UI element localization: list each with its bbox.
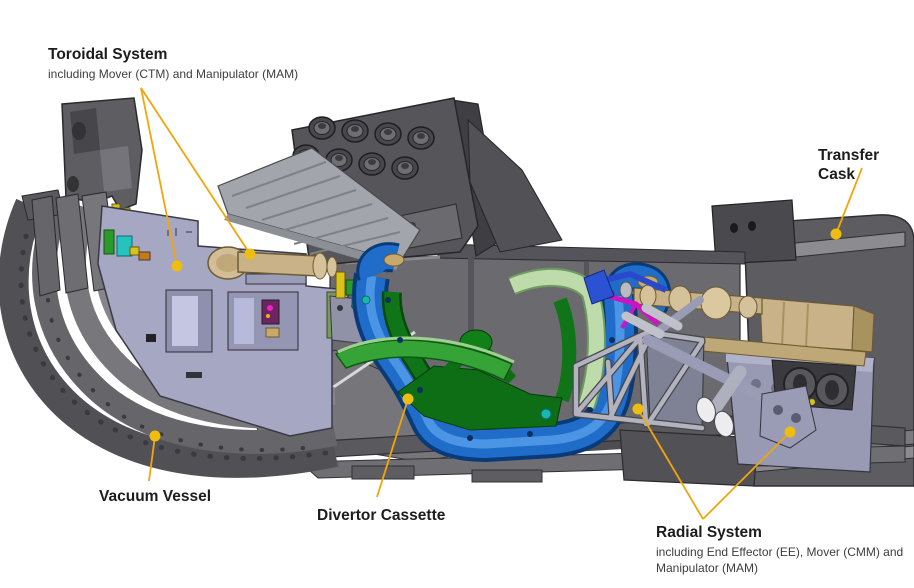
cassette-internals-render	[334, 253, 659, 441]
leader-transfer-cask	[835, 167, 863, 235]
pivot-plate	[759, 385, 817, 449]
label-subtitle: including End Effector (EE), Mover (CMM)…	[656, 545, 904, 575]
wheel	[696, 396, 716, 424]
label-toroidal-system: Toroidal System including Mover (CTM) an…	[48, 45, 348, 83]
label-title: Radial System	[656, 524, 762, 541]
label-subtitle: including Mover (CTM) and Manipulator (M…	[48, 67, 299, 82]
leader-vacuum-vessel	[148, 435, 156, 482]
marker-box	[261, 299, 280, 325]
label-title: Vacuum Vessel	[99, 488, 212, 505]
ee-truss	[573, 329, 705, 431]
label-radial-system: Radial System including End Effector (EE…	[656, 523, 914, 577]
divertor-cassette-render	[334, 242, 672, 463]
label-divertor-cassette: Divertor Cassette	[317, 506, 445, 525]
label-vacuum-vessel: Vacuum Vessel	[99, 487, 211, 506]
upper-mast-render	[61, 97, 143, 215]
leader-toroidal-1	[140, 87, 178, 267]
cassette-bolts	[385, 297, 615, 441]
label-title: Transfer Cask	[818, 147, 880, 184]
label-title: Divertor Cassette	[317, 507, 446, 524]
toroidal-system-render	[97, 205, 369, 437]
cask-bracket	[711, 199, 797, 265]
green-blade	[334, 339, 514, 381]
leader-lines	[140, 87, 863, 520]
leader-radial-2	[702, 431, 791, 520]
vessel-holes	[18, 233, 335, 461]
label-transfer-cask: Transfer Cask	[818, 146, 914, 185]
leader-dots	[149, 228, 842, 442]
radial-underbox	[619, 429, 759, 487]
leader-divertor	[376, 398, 409, 498]
toroidal-manipulator-render	[207, 246, 338, 285]
ribbed-slab-render	[217, 147, 421, 270]
platform-glyphs	[167, 228, 199, 236]
radial-system-render	[572, 269, 875, 473]
label-title: Toroidal System	[48, 46, 168, 63]
slab-ribs	[231, 161, 401, 255]
wheel	[714, 410, 734, 438]
leader-toroidal-2	[140, 87, 251, 255]
leader-radial-1	[637, 408, 704, 520]
